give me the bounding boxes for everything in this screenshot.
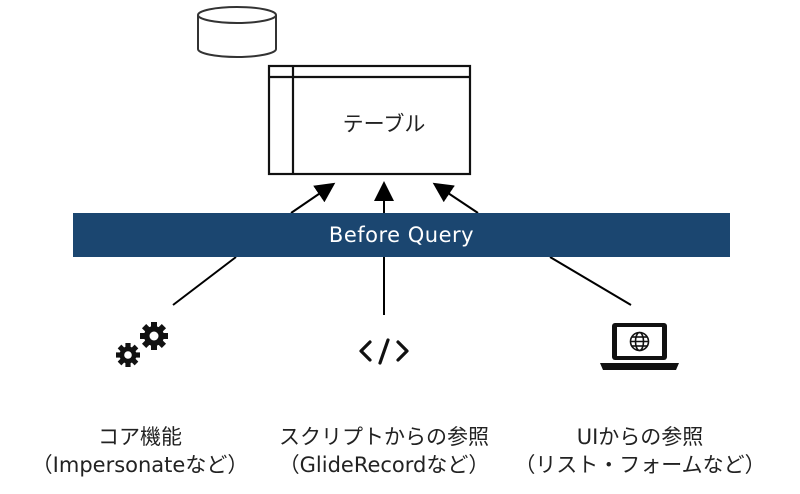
arrow-right-to-table — [432, 182, 479, 214]
code-icon — [359, 338, 409, 365]
database-icon — [197, 6, 277, 58]
connector-ui — [549, 256, 632, 306]
gears-icon — [116, 322, 168, 367]
arrows-to-table — [290, 181, 479, 214]
source-ui-title: UIからの参照 — [576, 425, 704, 449]
table-box — [267, 64, 472, 176]
arrow-left-to-table — [290, 182, 336, 214]
source-core-title: コア機能 — [98, 425, 182, 449]
source-ui-subtitle: （リスト・フォームなど） — [514, 453, 766, 477]
table-label: テーブル — [342, 112, 426, 136]
connector-core — [172, 256, 237, 306]
source-connectors — [172, 256, 632, 315]
source-script-title: スクリプトからの参照 — [279, 425, 489, 449]
laptop-globe-icon — [600, 323, 679, 370]
before-query-label: Before Query — [328, 223, 475, 247]
source-script-subtitle: （GlideRecordなど） — [278, 453, 490, 477]
source-core-subtitle: （Impersonateなど） — [31, 453, 249, 477]
before-query-band: Before Query — [73, 213, 730, 257]
